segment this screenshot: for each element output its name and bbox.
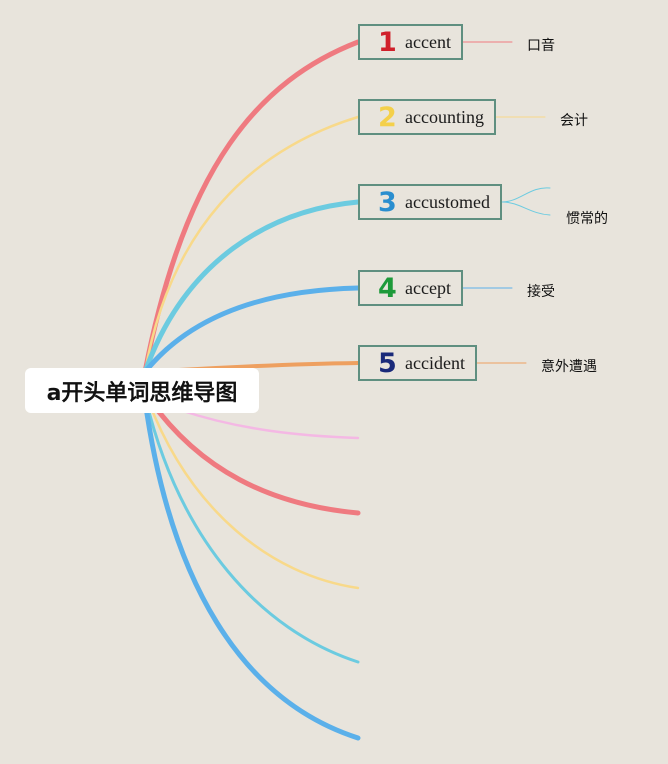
meaning-connector [501, 187, 551, 203]
root-topic[interactable]: a开头单词思维导图 [25, 368, 259, 413]
empty-branch [147, 397, 361, 516]
meaning-accent: 口音 [527, 38, 555, 54]
number-badge: 3 [378, 186, 397, 218]
meaning-connector [501, 201, 551, 216]
branch-accent [142, 39, 361, 375]
word-label: accept [405, 277, 451, 298]
number-badge: 4 [378, 272, 397, 304]
empty-branch [144, 398, 360, 664]
word-node-accustomed[interactable]: 3 accustomed [358, 184, 502, 220]
word-node-accident[interactable]: 5 accident [358, 345, 477, 381]
branch-accounting [143, 115, 360, 374]
word-node-accept[interactable]: 4 accept [358, 270, 463, 306]
branch-accept [142, 285, 361, 375]
number-badge: 1 [378, 26, 397, 58]
empty-branch [178, 408, 360, 440]
word-node-accounting[interactable]: 2 accounting [358, 99, 496, 135]
number-badge: 5 [378, 347, 397, 379]
word-label: accident [405, 352, 465, 373]
word-label: accent [405, 31, 451, 52]
branch-accustomed [142, 199, 361, 375]
meaning-accustomed: 惯常的 [566, 211, 608, 227]
word-label: accustomed [405, 191, 490, 212]
word-node-accent[interactable]: 1 accent [358, 24, 463, 60]
root-topic-label: a开头单词思维导图 [46, 380, 238, 406]
meaning-accident: 意外遭遇 [541, 359, 597, 375]
number-badge: 2 [378, 101, 397, 133]
meaning-accounting: 会计 [560, 113, 588, 129]
empty-branch [146, 398, 360, 590]
word-label: accounting [405, 106, 484, 127]
meaning-accept: 接受 [527, 284, 555, 300]
empty-branch [142, 397, 361, 741]
